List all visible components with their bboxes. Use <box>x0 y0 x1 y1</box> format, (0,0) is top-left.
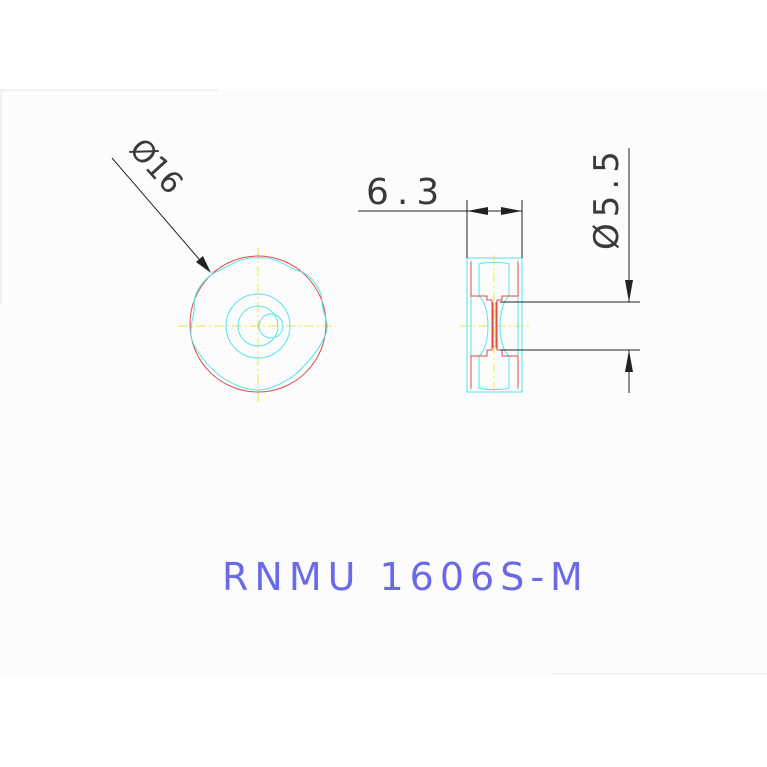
side-view: 6.3 Ø5.5 <box>358 145 640 395</box>
insert-hole-middle <box>237 305 279 347</box>
width-arrow-right <box>501 207 522 215</box>
hole-label: Ø5.5 <box>587 145 627 250</box>
hole-arrow-top <box>625 280 633 302</box>
side-inner-contour <box>478 262 510 390</box>
diameter-leader-arrow <box>196 256 211 273</box>
side-outer-body <box>466 257 523 393</box>
insert-hole-inner <box>258 313 284 339</box>
width-label: 6.3 <box>366 172 447 213</box>
insert-outer-circle <box>189 255 327 393</box>
diameter-leader-line <box>111 157 206 267</box>
drawing-sheet <box>0 90 767 675</box>
part-code-title: RNMU 1606S-M <box>222 555 589 599</box>
insert-scalloped-contour <box>190 257 328 391</box>
insert-hole-outer <box>225 293 291 359</box>
hole-arrow-bottom <box>625 350 633 372</box>
width-arrow-left <box>467 207 488 215</box>
side-hole-section <box>470 262 519 388</box>
